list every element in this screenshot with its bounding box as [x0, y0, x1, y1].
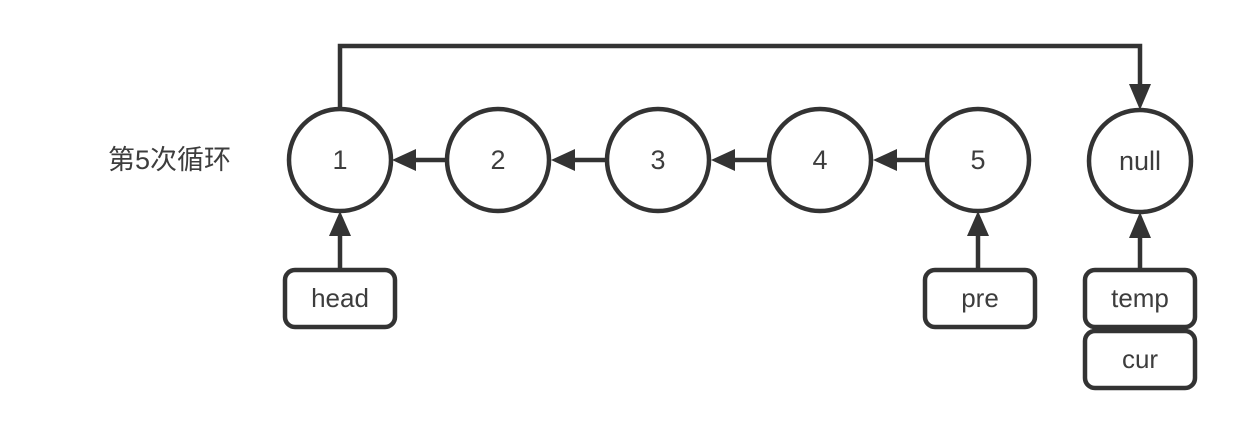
- arrowhead-3-to-2-icon: [551, 149, 575, 171]
- arrow-lines: [337, 43, 1143, 268]
- node-value-4: 4: [812, 145, 827, 175]
- arrowhead-pre-pointer-icon: [967, 211, 989, 236]
- node-circle-5: [924, 106, 1032, 214]
- arrowhead-5-to-4-icon: [873, 149, 897, 171]
- pointer-label-pre: pre: [961, 283, 999, 313]
- arrowhead-temp-pointer-icon: [1129, 212, 1151, 238]
- arrowhead-2-to-1-icon: [392, 149, 416, 171]
- node-value-5: 5: [970, 145, 985, 175]
- node-value-3: 3: [650, 145, 665, 175]
- node-circles: [286, 106, 1194, 215]
- pointer-boxes: [282, 267, 1198, 391]
- node-circle-3: [604, 106, 712, 214]
- diagram-texts: 第5次循环 1 2 3 4 5 null head pre temp cur: [108, 145, 1169, 374]
- iteration-label: 第5次循环: [108, 145, 231, 175]
- node-value-null: null: [1119, 146, 1161, 176]
- arrowhead-into-null-icon: [1129, 84, 1151, 110]
- node-circle-null: [1086, 107, 1194, 215]
- node-value-2: 2: [490, 145, 505, 175]
- pointer-box-pre: [922, 267, 1038, 330]
- pointer-label-head: head: [311, 283, 369, 313]
- node-circle-1: [286, 106, 394, 214]
- pointer-label-temp: temp: [1111, 283, 1169, 313]
- node-circle-2: [444, 106, 552, 214]
- node-value-1: 1: [332, 145, 347, 175]
- node-circle-4: [766, 106, 874, 214]
- pointer-label-cur: cur: [1122, 344, 1158, 374]
- arrowhead-4-to-3-icon: [711, 149, 735, 171]
- pointer-box-head: [282, 267, 398, 330]
- pointer-box-temp: [1082, 267, 1198, 330]
- pointer-box-cur: [1082, 328, 1198, 391]
- arrow-heads: [329, 84, 1151, 238]
- arrowhead-head-pointer-icon: [329, 211, 351, 236]
- arrow-node1-to-null-line: [337, 43, 1143, 109]
